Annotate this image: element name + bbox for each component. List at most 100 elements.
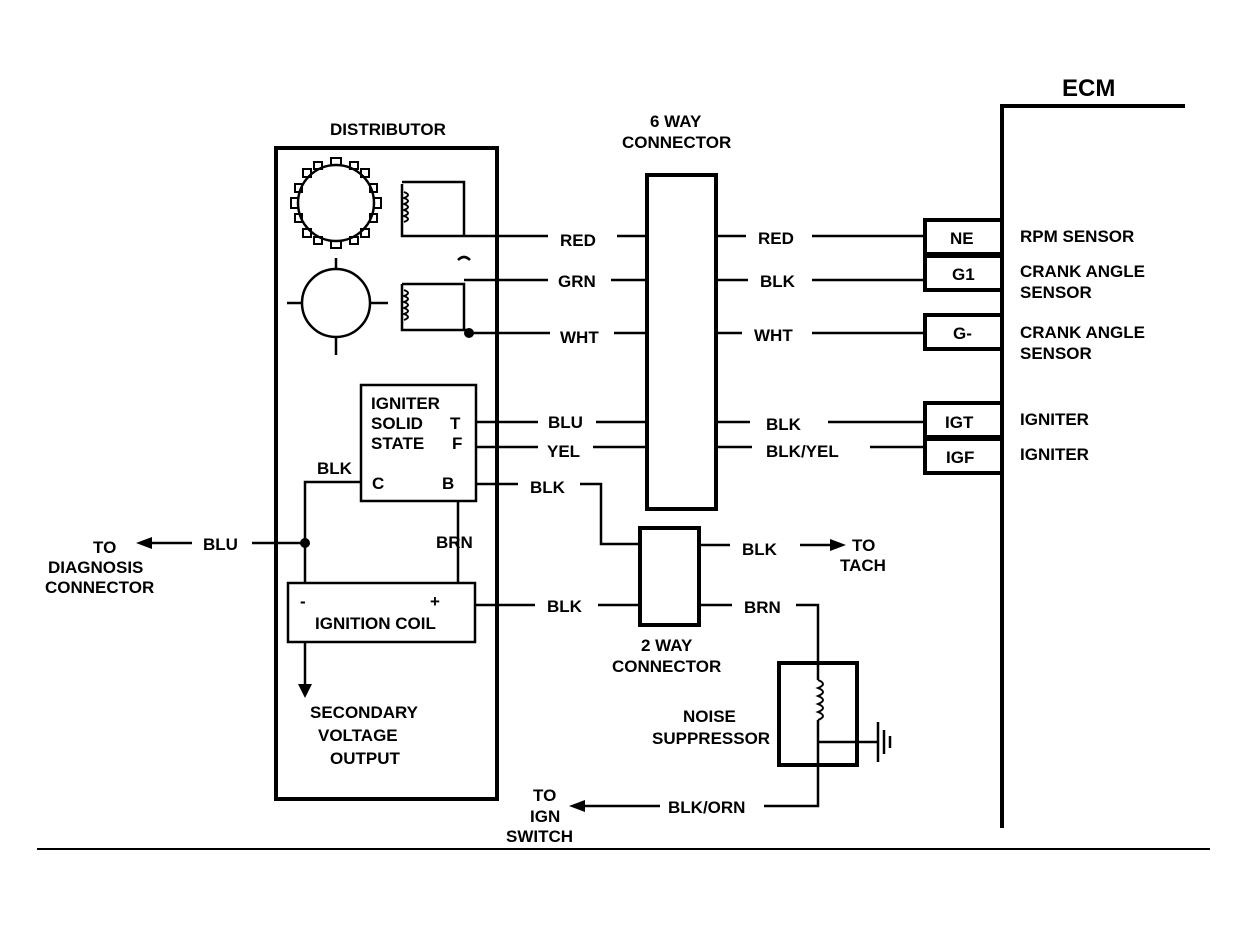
pickup-coil-lower-icon [400, 255, 471, 332]
terminal-g1-label: G1 [952, 265, 975, 284]
wire-label-blk-tach: BLK [742, 540, 778, 559]
label-crank-angle-1b: SENSOR [1020, 283, 1092, 302]
wire-blk-c [303, 480, 361, 583]
wire-label-wht-left: WHT [560, 328, 599, 347]
coil-plus: + [430, 592, 440, 611]
label-crank-angle-2b: SENSOR [1020, 344, 1092, 363]
wire-blk-orn-a [764, 765, 820, 808]
igniter-pin-f: F [452, 434, 462, 453]
label-crank-angle-1a: CRANK ANGLE [1020, 262, 1145, 281]
distributor: DISTRIBUTOR [274, 120, 499, 801]
igniter-label-1: IGNITER [371, 394, 440, 413]
to-ign-label-3: SWITCH [506, 827, 573, 846]
terminal-gminus [923, 313, 1004, 351]
secondary-label-2: VOLTAGE [318, 726, 398, 745]
to-diag-label-2: DIAGNOSIS [48, 558, 143, 577]
ecm-terminals: NE G1 G- IGT IGF [923, 218, 1004, 475]
wire-label-grn: GRN [558, 272, 596, 291]
to-diag-label-1: TO [93, 538, 116, 557]
two-way-connector: 2 WAY CONNECTOR [612, 526, 721, 676]
label-rpm-sensor: RPM SENSOR [1020, 227, 1134, 246]
terminal-igf-label: IGF [946, 448, 974, 467]
ecm-title: ECM [1062, 75, 1115, 102]
igniter-label-2: SOLID [371, 414, 423, 433]
igniter-pin-t: T [450, 414, 461, 433]
wire-label-brn: BRN [744, 598, 781, 617]
wire-label-blk-coil: BLK [547, 597, 583, 616]
noise-label-2: SUPPRESSOR [652, 729, 770, 748]
suppressor-coil-icon [815, 679, 824, 721]
arrow-right-icon [830, 539, 846, 551]
tach-branch: BLK TO TACH [699, 536, 886, 575]
wire-label-blk-igt: BLK [766, 415, 802, 434]
noise-suppressor: NOISE SUPPRESSOR [652, 661, 892, 767]
label-igniter-1: IGNITER [1020, 410, 1089, 429]
ignition-coil-box [286, 581, 477, 644]
wire-label-blk-g1: BLK [760, 272, 796, 291]
secondary-label-3: OUTPUT [330, 749, 401, 768]
six-way-label-1: 6 WAY [650, 112, 702, 131]
ign-switch-branch: BLK/ORN TO IGN SWITCH [506, 765, 820, 846]
wire-label-blu-diag: BLU [203, 535, 238, 554]
wire-blk-b-b [580, 482, 640, 546]
to-diag-label-3: CONNECTOR [45, 578, 154, 597]
crank-rotor-icon [287, 258, 388, 355]
to-tach-label-1: TO [852, 536, 875, 555]
terminal-igt-label: IGT [945, 413, 974, 432]
ignition-coil: IGNITION COIL - + [286, 581, 477, 644]
arrow-down-icon [298, 684, 312, 698]
terminal-g1 [923, 254, 1004, 292]
wire-label-blk-c: BLK [317, 459, 353, 478]
wire-label-blk-yel: BLK/YEL [766, 442, 839, 461]
wire-label-blk-orn: BLK/ORN [668, 798, 745, 817]
pickup-coil-upper-icon [400, 180, 468, 238]
terminal-gminus-label: G- [953, 324, 972, 343]
two-way-label-2: CONNECTOR [612, 657, 721, 676]
reluctor-wheel-icon [290, 157, 382, 249]
to-ign-label-2: IGN [530, 807, 560, 826]
igniter-pin-b: B [442, 474, 454, 493]
terminal-igt [923, 401, 1004, 439]
arrow-left-icon [569, 800, 585, 812]
distributor-title: DISTRIBUTOR [330, 120, 446, 139]
brn-branch: BRN [699, 598, 820, 663]
right-wires: RED BLK WHT BLK BLK/YEL [716, 229, 925, 461]
label-igniter-2: IGNITER [1020, 445, 1089, 464]
left-wires: RED GRN WHT BLU YEL BLK BLK [464, 231, 647, 616]
wire-label-blu: BLU [548, 413, 583, 432]
secondary-label-1: SECONDARY [310, 703, 419, 722]
wire-label-red-left: RED [560, 231, 596, 250]
terminal-igf [923, 437, 1004, 475]
six-way-label-2: CONNECTOR [622, 133, 731, 152]
wire-label-yel: YEL [547, 442, 580, 461]
ignition-coil-label: IGNITION COIL [315, 614, 436, 633]
diagnosis-branch: BLU TO DIAGNOSIS CONNECTOR [45, 535, 305, 597]
wire-label-red-right: RED [758, 229, 794, 248]
igniter-pin-c: C [372, 474, 384, 493]
ground-icon [876, 722, 892, 762]
wire-brn-b [796, 603, 820, 663]
noise-label-1: NOISE [683, 707, 736, 726]
ecm: ECM [1000, 75, 1185, 828]
terminal-ne [923, 218, 1004, 256]
to-ign-label-1: TO [533, 786, 556, 805]
igniter-module: IGNITER SOLID STATE T F C B [359, 383, 478, 503]
terminal-ne-label: NE [950, 229, 974, 248]
ecm-boundary [1000, 104, 1185, 828]
coil-minus: - [300, 592, 306, 611]
wire-label-wht-right: WHT [754, 326, 793, 345]
six-way-connector-box [645, 173, 718, 511]
igniter-box [359, 383, 478, 503]
distributor-housing [274, 146, 499, 801]
label-crank-angle-2a: CRANK ANGLE [1020, 323, 1145, 342]
two-way-label-1: 2 WAY [641, 636, 693, 655]
wire-label-blk-b: BLK [530, 478, 566, 497]
ecm-labels: RPM SENSOR CRANK ANGLE SENSOR CRANK ANGL… [1020, 227, 1145, 464]
six-way-connector: 6 WAY CONNECTOR [622, 112, 731, 511]
igniter-label-3: STATE [371, 434, 424, 453]
to-tach-label-2: TACH [840, 556, 886, 575]
wire-label-brn-coil: BRN [436, 533, 473, 552]
arrow-left-icon [136, 537, 152, 549]
two-way-connector-box [638, 526, 701, 627]
